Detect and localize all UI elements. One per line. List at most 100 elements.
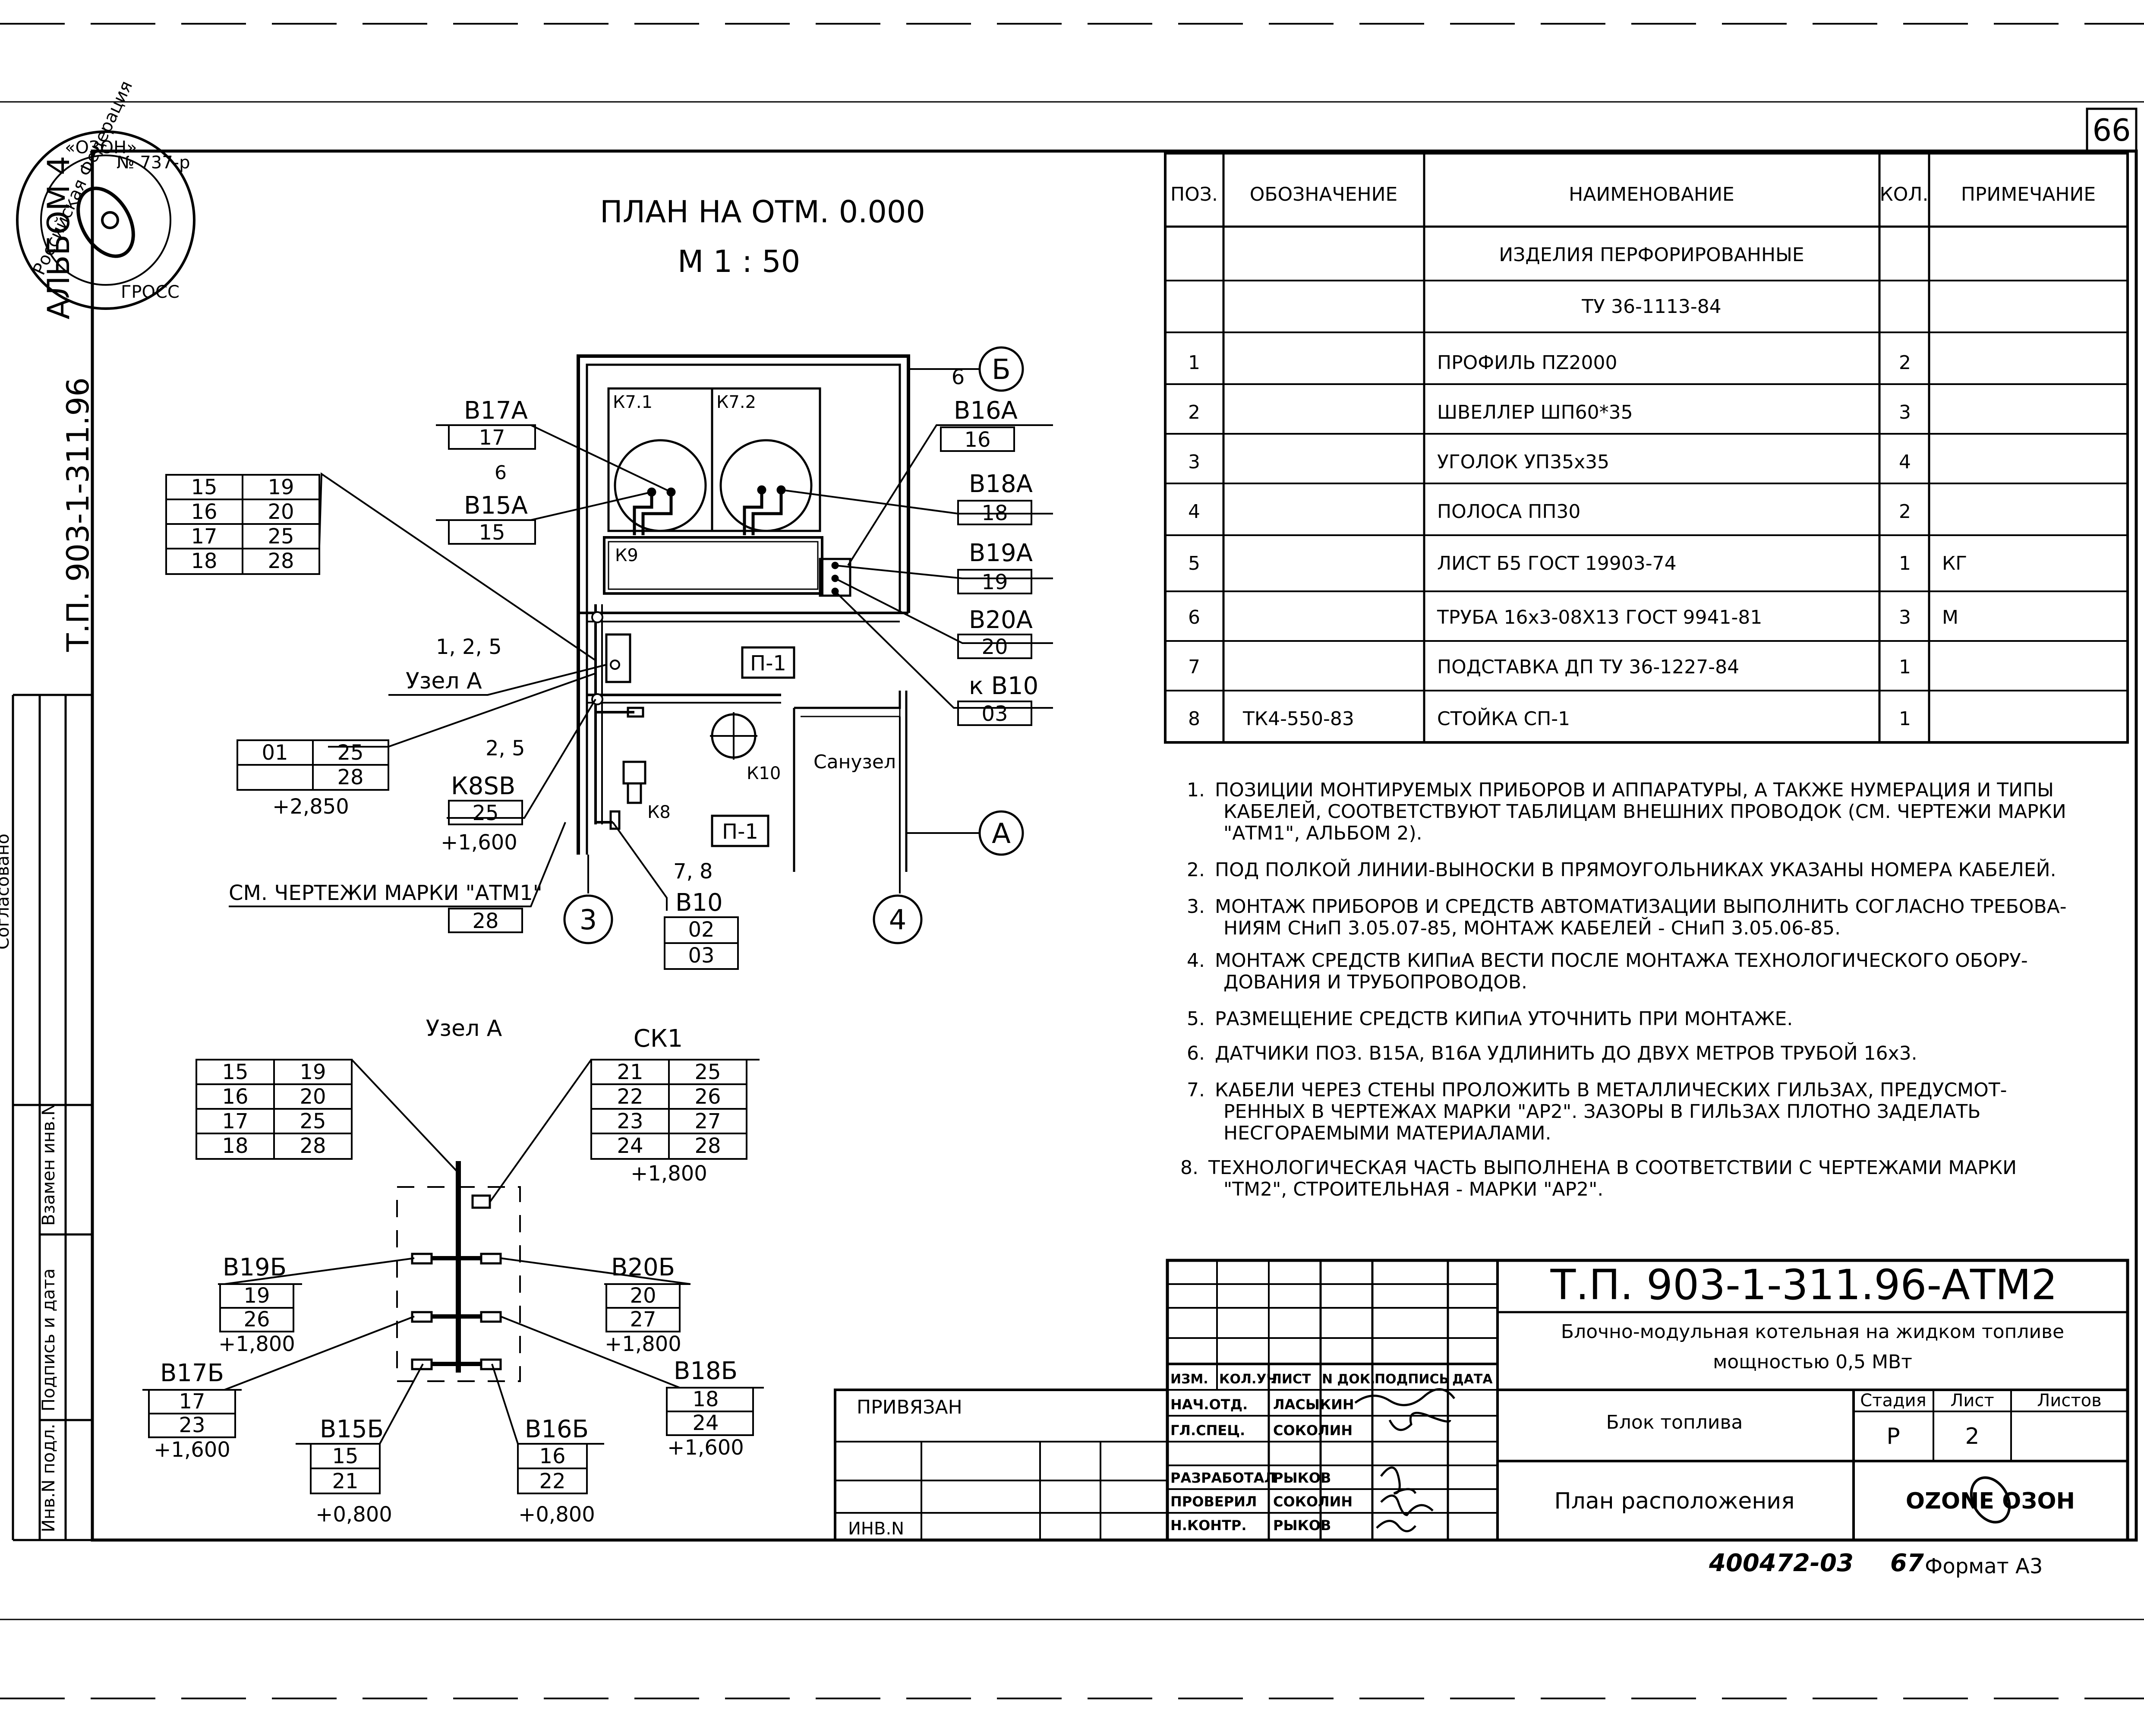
note-num: 1. <box>1187 779 1205 801</box>
kb10-num: 03 <box>981 702 1008 726</box>
plan-walls <box>577 354 980 893</box>
table-cell: 28 <box>300 1134 326 1158</box>
field-inv-orig: Инв.N подл. <box>39 1424 59 1532</box>
field-agreed: Согласовано <box>0 833 13 950</box>
note-line: МОНТАЖ СРЕДСТВ КИПиА ВЕСТИ ПОСЛЕ МОНТАЖА… <box>1215 950 2028 972</box>
b20a-label: В20А <box>969 606 1033 634</box>
p1-label-b: П-1 <box>722 820 758 844</box>
col-header: ДАТА <box>1452 1372 1493 1387</box>
header-name: НАИМЕНОВАНИЕ <box>1569 183 1734 205</box>
col-header: ПОДПИСЬ <box>1375 1372 1449 1387</box>
p1-label-a: П-1 <box>750 651 786 675</box>
axis-marker-b: Б 6 <box>952 346 1024 392</box>
stamp-text-3: № 737-р <box>117 153 190 173</box>
stamp-text-2: «ОЗОН» <box>65 138 137 158</box>
page-copy: 67 <box>1890 1549 1924 1577</box>
row-name: ЛИСТ Б5 ГОСТ 19903-74 <box>1437 552 1677 574</box>
row-name: СТОЙКА СП-1 <box>1437 707 1570 730</box>
row-qty: 3 <box>1899 606 1911 628</box>
elev-2850: +2,850 <box>272 795 349 819</box>
table-cell: 27 <box>694 1109 721 1133</box>
note-num: 6. <box>1187 1042 1205 1064</box>
sheets-label: Листов <box>2037 1391 2101 1411</box>
k9-label: К9 <box>615 546 638 565</box>
table-cell: 19 <box>268 475 294 499</box>
table-cell: 25 <box>337 741 363 765</box>
sheet-value: 2 <box>1965 1424 1979 1449</box>
logo-text: OZONE ОЗОН <box>1906 1488 2075 1514</box>
b15a-label: В15А <box>464 492 528 520</box>
b10-n1: 02 <box>688 918 714 942</box>
spec-section-title: ИЗДЕЛИЯ ПЕРФОРИРОВАННЫЕ <box>1499 244 1804 266</box>
b20b-n2: 27 <box>630 1307 656 1332</box>
table-cell: 21 <box>617 1060 643 1084</box>
plan-title: ПЛАН НА ОТМ. 0.000 <box>600 194 925 230</box>
table-cell: 17 <box>222 1109 248 1133</box>
plan-scale: М 1 : 50 <box>678 244 800 279</box>
axis-marker-3: 3 <box>563 894 613 944</box>
cable-table-2 <box>236 739 389 791</box>
scan-dash-top <box>0 23 2144 103</box>
note-line: ДОВАНИЯ И ТРУБОПРОВОДОВ. <box>1223 971 1527 993</box>
b10-n2: 03 <box>688 944 714 968</box>
node-structure <box>411 1161 502 1373</box>
b19b-n2: 26 <box>243 1307 270 1332</box>
table-cell: 16 <box>222 1085 248 1109</box>
note-line: "АТМ1", АЛЬБОМ 2). <box>1223 822 1422 844</box>
b10-box <box>664 916 739 970</box>
staff-name: СОКОЛИН <box>1273 1493 1353 1510</box>
ck1-elev: +1,800 <box>631 1162 707 1186</box>
part-name: Блок топлива <box>1606 1411 1743 1433</box>
b18a-label: В18А <box>969 470 1033 498</box>
note-num: 5. <box>1187 1008 1205 1030</box>
b16a-box <box>940 426 1015 452</box>
header-qty: КОЛ. <box>1880 183 1929 205</box>
table-cell: 15 <box>222 1060 248 1084</box>
b20b-label: В20Б <box>611 1253 675 1281</box>
axis-marker-a: А <box>978 810 1024 856</box>
ck1-label: СК1 <box>634 1025 683 1053</box>
staff-role: РАЗРАБОТАЛ <box>1170 1470 1276 1486</box>
b15a-pos: 6 <box>495 462 507 484</box>
row-qty: 2 <box>1899 501 1911 523</box>
b16b-elev: +0,800 <box>518 1502 595 1527</box>
note-line: РЕННЫХ В ЧЕРТЕЖАХ МАРКИ "АР2". ЗАЗОРЫ В … <box>1223 1101 1980 1123</box>
row-qty: 3 <box>1899 401 1911 423</box>
staff-name: РЫКОВ <box>1273 1470 1331 1486</box>
row-pos: 5 <box>1188 552 1200 574</box>
row-name: УГОЛОК УП35x35 <box>1437 451 1609 473</box>
b17b-n1: 17 <box>179 1389 205 1414</box>
table-cell: 18 <box>191 549 217 573</box>
b16a-num: 16 <box>964 428 990 452</box>
drawing-name: План расположения <box>1554 1488 1795 1514</box>
b19b-label: В19Б <box>223 1253 287 1281</box>
table-cell: 25 <box>268 524 294 549</box>
b18a-box <box>957 500 1032 525</box>
note-num: 8. <box>1180 1157 1198 1179</box>
row-code: ТК4-550-83 <box>1242 708 1354 730</box>
b20a-num: 20 <box>981 635 1008 659</box>
b10-label: В10 <box>675 889 723 917</box>
axis-3-label: 3 <box>580 904 597 936</box>
cable-table-1 <box>165 474 320 575</box>
b16b-label: В16Б <box>525 1415 589 1443</box>
b16b-n2: 22 <box>539 1469 565 1493</box>
col-header: ЛИСТ <box>1271 1372 1311 1387</box>
b17b-label: В17Б <box>160 1359 224 1387</box>
note-line: КАБЕЛЕЙ, СООТВЕТСТВУЮТ ТАБЛИЦАМ ВНЕШНИХ … <box>1223 800 2066 823</box>
table-cell: 22 <box>617 1085 643 1109</box>
page-number: 66 <box>2092 113 2131 148</box>
b15a-num: 15 <box>479 521 505 545</box>
sheet-label: Лист <box>1950 1391 1994 1411</box>
staff-role: ГЛ.СПЕЦ. <box>1170 1422 1245 1439</box>
b19a-box <box>957 569 1032 594</box>
table-cell: 20 <box>268 500 294 524</box>
table-cell: 19 <box>300 1060 326 1084</box>
k8sb-box <box>448 800 523 825</box>
col-header: N ДОК. <box>1322 1372 1375 1387</box>
signature-scribbles <box>1354 1388 1455 1532</box>
kb10-box <box>957 701 1032 726</box>
header-code: ОБОЗНАЧЕНИЕ <box>1250 183 1398 205</box>
b17a-box <box>448 424 536 450</box>
title-block-grid <box>834 1259 2129 1542</box>
